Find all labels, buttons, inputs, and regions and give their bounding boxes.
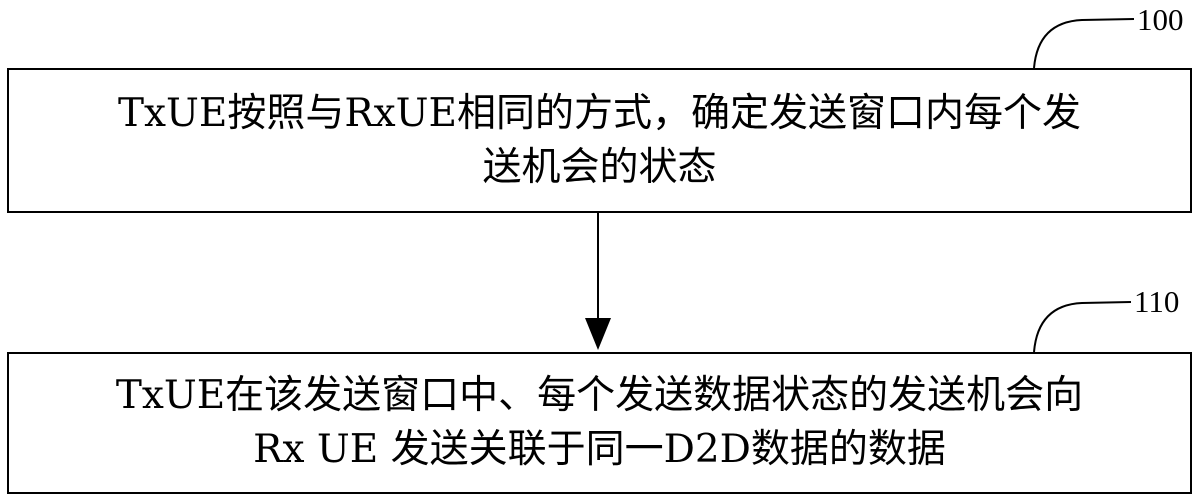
step-ref-label-110: 110	[1134, 284, 1180, 319]
leader-line-100	[1033, 18, 1135, 69]
step-ref-label-100: 100	[1137, 2, 1184, 37]
step-110-line-2: Rx UE 发送关联于同一D2D数据的数据	[253, 427, 946, 472]
step-box-110: TxUE在该发送窗口中、每个发送数据状态的发送机会向 Rx UE 发送关联于同一…	[7, 352, 1192, 494]
leader-line-110	[1033, 301, 1132, 353]
step-100-line-2: 送机会的状态	[482, 144, 717, 190]
flow-arrow-head	[585, 318, 611, 350]
step-110-line-1: TxUE在该发送窗口中、每个发送数据状态的发送机会向	[115, 373, 1084, 418]
step-100-line-1: TxUE按照与RxUE相同的方式，确定发送窗口内每个发	[117, 90, 1082, 136]
step-box-100: TxUE按照与RxUE相同的方式，确定发送窗口内每个发 送机会的状态	[7, 68, 1192, 213]
